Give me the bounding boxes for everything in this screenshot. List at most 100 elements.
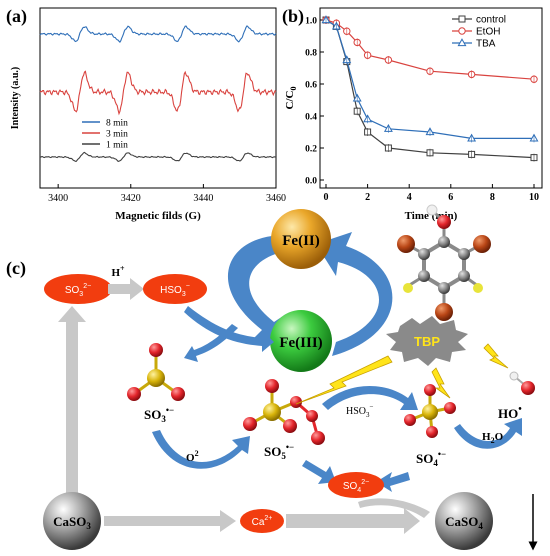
kinetics-x-tick-label: 10 xyxy=(529,192,539,203)
so3-radical-label: SO3•− xyxy=(144,405,174,424)
so4-to-ho-arrow xyxy=(454,418,522,449)
so5-rad-sup: •− xyxy=(286,442,294,452)
kinetics-legend-marker xyxy=(458,15,466,23)
kinetics-y-axis-label: C/C0 xyxy=(284,87,298,110)
hso3-mid-sub: 3 xyxy=(366,411,370,419)
kinetics-x-tick-label: 8 xyxy=(490,192,495,203)
so3-2-label: SO32− xyxy=(65,283,91,298)
fe-cycle-right-arrow xyxy=(316,232,393,356)
calcium-sup: 2+ xyxy=(264,515,272,522)
kinetics-plot-frame xyxy=(319,7,543,189)
so3-2-sub: 3 xyxy=(79,291,83,298)
kinetics-series-TBA xyxy=(325,19,534,139)
esr-x-tick-label: 3420 xyxy=(121,193,141,204)
oxygen-addition-arrow xyxy=(152,430,250,469)
esr-x-tick-label: 3440 xyxy=(193,193,213,204)
so3-2-text: SO xyxy=(65,285,80,296)
esr-x-tick-label: 3460 xyxy=(266,193,286,204)
so5-rad-text: SO xyxy=(264,444,281,459)
caso4-text: CaSO xyxy=(445,514,478,529)
bolt-so5-icon xyxy=(295,355,393,405)
h2o-label: H2O xyxy=(482,431,504,445)
o2-sup: 2 xyxy=(195,449,199,458)
hso3-label: HSO3− xyxy=(160,283,190,298)
so5-to-sulfate-arrow xyxy=(302,460,336,484)
caso3-sub: 3 xyxy=(86,521,91,531)
kinetics-legend-label: EtOH xyxy=(476,27,500,38)
so3-2-oval xyxy=(44,274,112,304)
so4-rad-text: SO xyxy=(416,451,433,466)
ho-rad-text: HO xyxy=(498,406,518,421)
ho-radical-label: HO• xyxy=(498,404,522,421)
so4rad-to-sulfate-arrow xyxy=(376,472,410,492)
fe3-label: Fe(III) xyxy=(279,335,322,351)
so3-2-sup: 2− xyxy=(83,283,91,290)
caso4-label: CaSO4 xyxy=(445,514,483,531)
hso3-sup: − xyxy=(186,283,190,290)
hso3-mid-text: HSO xyxy=(346,406,366,417)
h2o-sub: 2 xyxy=(491,436,495,445)
kinetics-y-axis-sub: 0 xyxy=(289,87,298,91)
kinetics-x-tick-label: 4 xyxy=(407,192,412,203)
hso3-text: HSO xyxy=(160,285,182,296)
dissolution-arrow xyxy=(58,306,86,500)
fe2-label: Fe(II) xyxy=(282,233,320,249)
tbp-label: TBP xyxy=(414,334,440,349)
so3-radical-molecule xyxy=(127,343,185,401)
kinetics-x-tick-label: 6 xyxy=(448,192,453,203)
kinetics-y-axis-main: C/C xyxy=(284,90,296,109)
hso3-to-fe3-arrow xyxy=(184,306,274,352)
kinetics-x-tick-label: 2 xyxy=(365,192,370,203)
esr-series-1 xyxy=(39,70,277,116)
hso3-oval xyxy=(143,274,207,304)
sulfate-oval xyxy=(328,472,384,498)
hplus-label: H+ xyxy=(111,264,125,279)
so3-rad-sup: •− xyxy=(166,405,174,415)
hplus-text: H xyxy=(111,267,120,279)
caso3-label: CaSO3 xyxy=(53,514,91,531)
so5-to-so4-arrow xyxy=(322,385,418,410)
calcium-oval xyxy=(240,509,284,533)
so5-radical-label: SO5•− xyxy=(264,442,294,461)
esr-x-axis-label: Magnetic filds (G) xyxy=(115,210,201,222)
esr-y-axis-label: Intensity (a.u.) xyxy=(10,67,21,130)
so3-rad-sub: 3 xyxy=(161,414,166,424)
calcium-label: Ca2+ xyxy=(252,515,273,528)
kinetics-y-tick-label: 0.0 xyxy=(305,177,317,187)
esr-series-2 xyxy=(39,151,277,163)
o2-label: O2 xyxy=(186,449,199,464)
so4-rad-sub: 4 xyxy=(433,458,438,468)
so3-rad-text: SO xyxy=(144,407,161,422)
hso3-mid-label: HSO3− xyxy=(346,403,374,419)
sulfate-sub: 4 xyxy=(357,487,361,494)
h2o-text: H xyxy=(482,431,491,443)
tbp-burst xyxy=(386,316,468,366)
panel-c-label: (c) xyxy=(6,258,26,279)
so5-radical-molecule xyxy=(243,379,325,445)
fe3-to-so3rad-arrow xyxy=(184,324,238,362)
calcium-text: Ca xyxy=(252,517,265,528)
protonation-arrow xyxy=(108,278,144,300)
kinetics-y-tick-label: 0.2 xyxy=(305,145,317,155)
ho-rad-sup: • xyxy=(518,404,522,415)
hplus-sup: + xyxy=(120,264,125,273)
kinetics-x-tick-label: 0 xyxy=(324,192,329,203)
calcium-release-arrow xyxy=(104,510,236,532)
so5-rad-sub: 5 xyxy=(281,451,286,461)
so4-radical-molecule xyxy=(404,384,456,438)
panel-a-label: (a) xyxy=(6,6,27,27)
kinetics-legend-label: TBA xyxy=(476,39,496,50)
h2o-tail: O xyxy=(495,431,504,443)
precipitation-arrow xyxy=(286,508,420,534)
ho-radical-molecule xyxy=(509,371,535,395)
tbp-molecule xyxy=(397,204,491,321)
sulfate-sup: 2− xyxy=(361,479,369,486)
kinetics-legend-marker xyxy=(457,38,467,47)
caso4-sub: 4 xyxy=(478,521,483,531)
esr-x-tick-label: 3400 xyxy=(48,193,68,204)
sulfate-text: SO xyxy=(343,481,358,492)
esr-legend-label: 3 min xyxy=(106,130,128,140)
caso4-sphere xyxy=(435,492,493,550)
